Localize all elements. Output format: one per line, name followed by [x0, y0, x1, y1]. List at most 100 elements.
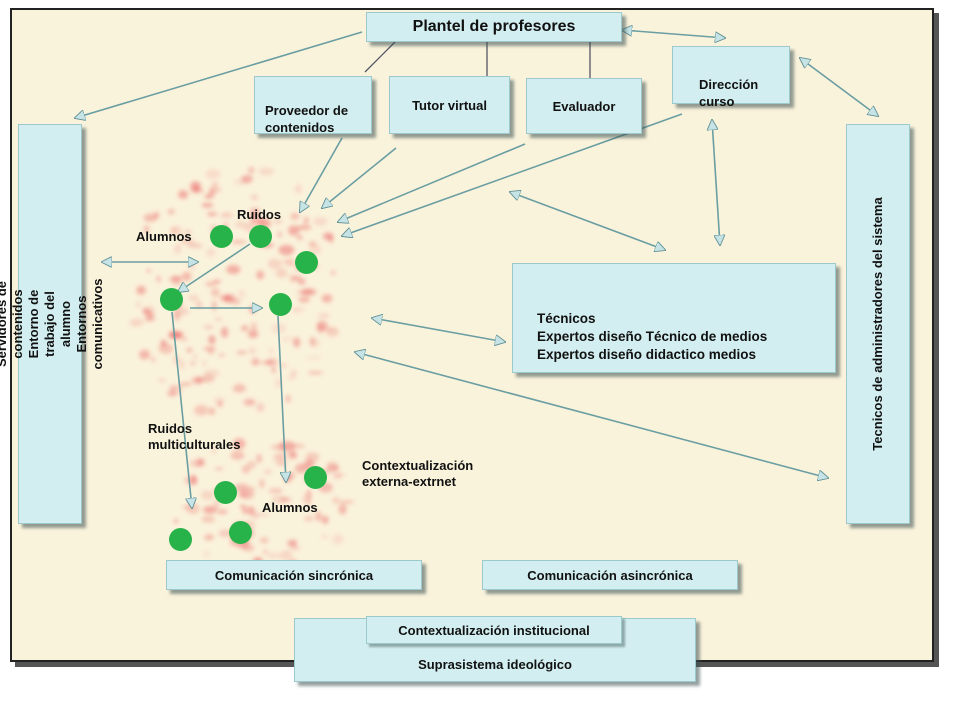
noise-speck: [143, 225, 150, 233]
noise-speck: [305, 452, 320, 463]
noise-speck: [286, 260, 298, 267]
noise-speck: [187, 243, 203, 249]
connector-arrow: [178, 243, 251, 292]
noise-speck: [174, 243, 182, 254]
noise-speck: [262, 548, 269, 556]
ruidos-multiculturales-label: Ruidos multiculturales: [148, 421, 241, 452]
noise-speck: [268, 488, 283, 494]
noise-speck: [326, 327, 339, 338]
plantel-de-profesores-box: Plantel de profesores: [366, 12, 622, 42]
noise-speck: [290, 212, 300, 220]
noise-speck: [146, 269, 152, 273]
noise-speck: [298, 296, 311, 303]
noise-speck: [322, 232, 334, 241]
noise-speck: [315, 511, 322, 522]
noise-speck: [250, 218, 265, 225]
noise-speck: [205, 281, 216, 287]
noise-speck: [139, 349, 151, 360]
connector-arrow: [322, 147, 397, 208]
noise-speck: [306, 356, 322, 360]
noise-speck: [239, 489, 255, 500]
noise-speck: [296, 225, 312, 231]
direccion-curso-box: Dirección curso: [672, 46, 790, 109]
noise-speck: [167, 391, 178, 397]
noise-speck: [203, 325, 214, 330]
org-line: [364, 41, 396, 73]
noise-speck: [256, 270, 265, 280]
noise-speck: [246, 506, 255, 516]
noise-speck: [171, 281, 183, 286]
evaluador-label: Evaluador: [552, 98, 616, 114]
noise-speck: [281, 363, 287, 368]
contextualizacion-externa-label: Contextualización externa-extrnet: [362, 458, 474, 489]
noise-speck: [191, 474, 197, 486]
noise-speck: [326, 462, 332, 472]
tutor-label: Tutor virtual: [412, 97, 487, 113]
noise-speck: [160, 339, 167, 347]
noise-speck: [259, 537, 269, 544]
noise-speck: [247, 460, 256, 469]
noise-speck: [231, 240, 247, 244]
student-dot: [304, 466, 327, 489]
noise-speck: [296, 235, 303, 240]
connector-arrow: [171, 311, 192, 508]
noise-speck: [274, 377, 282, 389]
student-dot: [295, 251, 318, 274]
noise-speck: [238, 289, 246, 299]
noise-speck: [191, 376, 205, 384]
noise-speck: [332, 473, 342, 480]
noise-speck: [211, 182, 219, 188]
noise-speck: [203, 551, 210, 557]
noise-speck: [173, 518, 179, 524]
noise-speck: [156, 275, 162, 283]
noise-speck: [211, 445, 216, 455]
noise-speck: [250, 194, 259, 201]
noise-speck: [219, 294, 231, 302]
contextualizacion-institucional-box: Contextualización institucional: [366, 616, 622, 644]
noise-speck: [206, 211, 218, 217]
noise-speck: [310, 338, 320, 348]
noise-speck: [338, 504, 347, 515]
noise-speck: [332, 533, 344, 545]
noise-speck: [258, 167, 274, 176]
noise-speck: [313, 216, 328, 226]
noise-speck: [332, 496, 340, 505]
noise-speck: [188, 261, 196, 271]
evaluador-box: Evaluador: [526, 78, 642, 134]
contextualizacion-institucional-label: Contextualización institucional: [398, 622, 590, 638]
noise-speck: [142, 305, 155, 316]
noise-speck: [241, 325, 249, 332]
comunicacion-sincronica-box: Comunicación sincrónica: [166, 560, 422, 590]
noise-speck: [201, 515, 215, 523]
servidores-label: Servidores de contenidos Entorno de trab…: [0, 278, 105, 370]
noise-speck: [248, 305, 256, 314]
noise-speck: [136, 285, 146, 295]
noise-speck: [252, 356, 258, 366]
noise-speck: [293, 337, 301, 348]
noise-speck: [243, 398, 256, 406]
noise-speck: [259, 478, 265, 489]
noise-speck: [180, 336, 188, 342]
noise-speck: [181, 271, 192, 282]
noise-speck: [186, 503, 200, 515]
noise-speck: [295, 184, 302, 194]
noise-speck: [242, 544, 255, 552]
tecnicos-expertos-box: Técnicos Expertos diseño Técnico de medi…: [512, 263, 836, 373]
noise-speck: [303, 216, 309, 225]
noise-speck: [281, 337, 294, 342]
noise-speck: [190, 181, 201, 191]
servidores-box: Servidores de contenidos Entorno de trab…: [0, 124, 105, 524]
noise-speck: [242, 508, 247, 514]
noise-speck: [279, 497, 292, 503]
student-dot: [249, 225, 272, 248]
student-dot: [214, 481, 237, 504]
noise-speck: [247, 486, 256, 492]
noise-speck: [256, 402, 265, 413]
noise-speck: [208, 349, 214, 355]
noise-speck: [208, 335, 216, 345]
noise-speck: [203, 506, 217, 514]
noise-speck: [218, 353, 225, 357]
noise-speck: [220, 326, 229, 338]
noise-speck: [317, 312, 330, 319]
noise-speck: [233, 438, 246, 450]
